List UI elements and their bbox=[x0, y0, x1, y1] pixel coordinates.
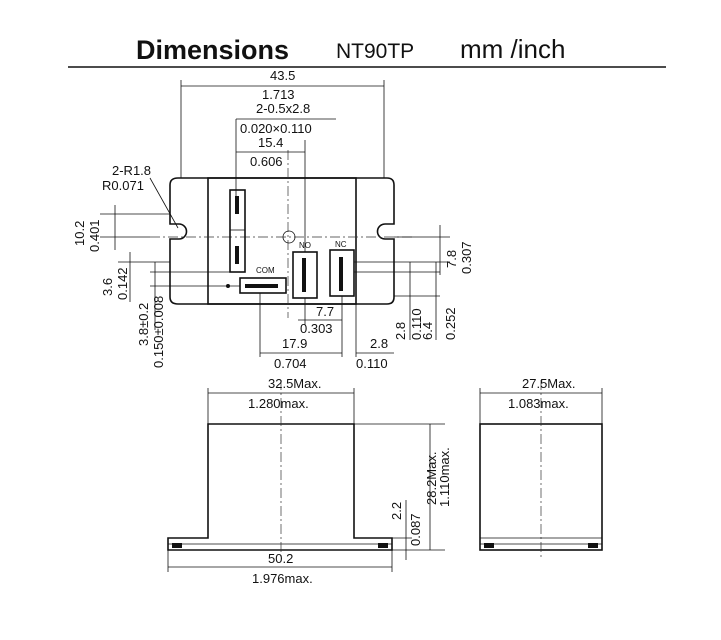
dim-right-in: 0.307 bbox=[459, 241, 474, 274]
nc-label: NC bbox=[335, 240, 347, 249]
dim-front-height-mm: 28.2Max. bbox=[424, 452, 439, 505]
dim-gap-mm: 7.7 bbox=[316, 304, 334, 319]
top-view-outline bbox=[169, 177, 395, 305]
dim-tab-in: 0.020×0.110 bbox=[240, 121, 312, 136]
dim-width-in: 1.713 bbox=[262, 87, 295, 102]
radius-leader bbox=[149, 177, 179, 229]
dim-hole-offset-in: 0.401 bbox=[87, 219, 102, 252]
dim-base-mm: 2.2 bbox=[389, 502, 404, 520]
dim-com-to-no-mm: 17.9 bbox=[282, 336, 307, 351]
com-tab bbox=[245, 284, 278, 288]
dim-front-height-in: 1.110max. bbox=[437, 447, 452, 507]
dim-com-offset-mm: 3.6 bbox=[100, 278, 115, 296]
dim-flange-mm: 50.2 bbox=[268, 551, 293, 566]
side-foot-right bbox=[588, 543, 598, 548]
side-foot-left bbox=[484, 543, 494, 548]
dim-hole-offset-mm: 10.2 bbox=[72, 221, 87, 246]
nc-tab bbox=[339, 257, 343, 291]
dim-side-width-mm: 27.5Max. bbox=[522, 376, 575, 391]
dim-base-in: 0.087 bbox=[408, 513, 423, 546]
dim-side-width-in: 1.083max. bbox=[508, 396, 569, 411]
dim-com-to-no-in: 0.704 bbox=[274, 356, 307, 371]
dim-com-offset-in: 0.142 bbox=[115, 267, 130, 300]
com-label: COM bbox=[256, 266, 275, 275]
no-tab bbox=[302, 258, 306, 292]
coil-tab-2 bbox=[235, 246, 239, 264]
dim-front-width-mm: 32.5Max. bbox=[268, 376, 321, 391]
front-body-outline bbox=[167, 423, 393, 551]
dim-tab-mm: 2-0.5x2.8 bbox=[256, 101, 310, 116]
dim-width-mm: 43.5 bbox=[270, 68, 295, 83]
dim-gap-in: 0.303 bbox=[300, 321, 333, 336]
dim-v-mid-in: 0.252 bbox=[443, 307, 458, 340]
title-model: NT90TP bbox=[336, 40, 414, 63]
coil-tab-1 bbox=[235, 196, 239, 214]
dim-com-pos-mm: 3.8±0.2 bbox=[136, 303, 151, 346]
front-view: 32.5Max. 1.280max. 28.2Max. 1.110max. 2.… bbox=[167, 376, 452, 586]
flange-foot-right bbox=[378, 543, 388, 548]
dim-nc-small-mm: 2.8 bbox=[370, 336, 388, 351]
side-view: 27.5Max. 1.083max. bbox=[479, 376, 603, 560]
com-terminal bbox=[239, 277, 287, 294]
mount-hole bbox=[282, 230, 296, 244]
dim-pin-spacing-mm: 15.4 bbox=[258, 135, 283, 150]
relay-body bbox=[207, 177, 357, 305]
dim-v-mid-mm: 6.4 bbox=[420, 322, 435, 340]
dim-flange-in: 1.976max. bbox=[252, 571, 313, 586]
dim-v-small-in: 0.110 bbox=[409, 308, 424, 340]
dim-pin-spacing-in: 0.606 bbox=[250, 154, 283, 169]
dim-radius-in: R0.071 bbox=[102, 178, 144, 193]
flange-foot-left bbox=[172, 543, 182, 548]
dim-com-pos-in: 0.150±0.008 bbox=[151, 296, 166, 368]
dim-radius-mm: 2-R1.8 bbox=[112, 163, 151, 178]
title-block: Dimensions NT90TP mm /inch bbox=[68, 34, 666, 68]
dim-v-small-mm: 2.8 bbox=[393, 322, 408, 340]
dim-front-width-in: 1.280max. bbox=[248, 396, 309, 411]
dim-right-mm: 7.8 bbox=[444, 250, 459, 268]
dim-nc-small-in: 0.110 bbox=[356, 356, 388, 371]
title-units: mm /inch bbox=[460, 34, 565, 64]
title-main: Dimensions bbox=[136, 35, 289, 65]
top-view: COM NO NC 43.5 1.713 2-0.5x2.8 0.020×0.1… bbox=[72, 68, 474, 371]
